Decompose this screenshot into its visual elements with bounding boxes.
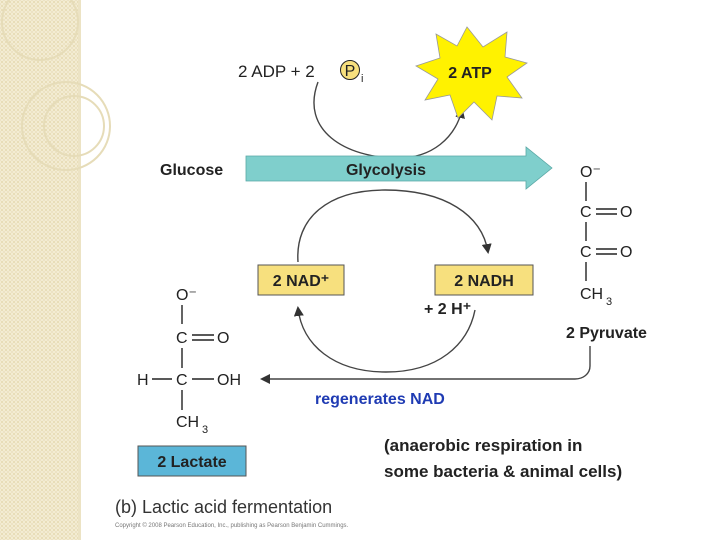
phosphate-symbol: P <box>345 63 356 80</box>
nadh-label: 2 NADH <box>454 273 514 290</box>
note-line-2: some bacteria & animal cells) <box>384 462 622 481</box>
pyruvate-to-lactate-arrow <box>260 346 591 384</box>
glycolysis-arrow <box>245 146 553 190</box>
pyruvate-structure: O⁻ C O C O CH 3 <box>580 164 632 308</box>
nadh-to-nad-arrow <box>293 306 476 373</box>
regenerates-nad-text: regenerates NAD <box>315 391 445 408</box>
glucose-label: Glucose <box>160 162 223 179</box>
pyruvate-ch3: CH <box>580 286 603 303</box>
lactate-c2: C <box>176 372 188 389</box>
lactate-oh: OH <box>217 372 241 389</box>
lactate-o-minus: O⁻ <box>176 287 197 304</box>
adp-pi-text: 2 ADP + 2 <box>238 62 315 81</box>
lactate-h: H <box>137 372 149 389</box>
lactate-ch3-sub: 3 <box>202 424 208 436</box>
figure-caption: (b) Lactic acid fermentation <box>115 497 332 517</box>
glycolysis-label: Glycolysis <box>346 162 426 179</box>
pyruvate-o1: O <box>620 204 632 221</box>
pyruvate-o-minus: O⁻ <box>580 164 601 181</box>
lactate-label: 2 Lactate <box>157 454 226 471</box>
phosphate-subscript: i <box>361 73 363 85</box>
lactate-c1: C <box>176 330 188 347</box>
nad-plus-box <box>257 264 345 296</box>
nad-plus-label: 2 NAD⁺ <box>273 273 329 290</box>
pyruvate-c2: C <box>580 244 592 261</box>
h-plus-label: + 2 H⁺ <box>424 301 471 318</box>
phosphate-circle-icon <box>340 60 360 80</box>
atp-label: 2 ATP <box>448 65 492 82</box>
copyright-text: Copyright © 2008 Pearson Education, Inc.… <box>115 522 349 529</box>
decorative-circles <box>1 0 111 171</box>
note-line-1: (anaerobic respiration in <box>384 436 582 455</box>
lactate-o1: O <box>217 330 229 347</box>
sidebar-edge <box>78 0 81 540</box>
lactate-ch3: CH <box>176 414 199 431</box>
pyruvate-label: 2 Pyruvate <box>566 325 647 342</box>
nad-to-nadh-arrow <box>297 189 492 263</box>
atp-starburst <box>415 26 528 121</box>
pyruvate-o2: O <box>620 244 632 261</box>
pyruvate-c1: C <box>580 204 592 221</box>
lactate-box <box>137 445 247 477</box>
lactate-structure: O⁻ C O H C OH CH 3 <box>137 287 241 436</box>
pyruvate-ch3-sub: 3 <box>606 296 612 308</box>
nadh-box <box>434 264 534 296</box>
